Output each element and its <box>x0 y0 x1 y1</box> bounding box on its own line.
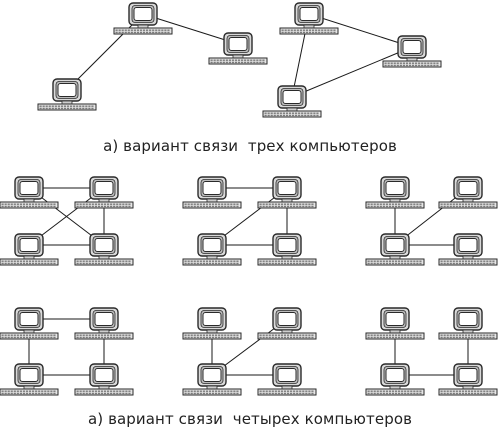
computer-icon-c2 <box>208 32 268 65</box>
diagram-three-a <box>37 2 268 111</box>
computer-icon-c2 <box>382 35 442 68</box>
computer-icon-tr <box>257 307 317 340</box>
caption-four-computers: а) вариант связи четырех компьютеров <box>87 410 413 428</box>
computer-icon-c1 <box>113 2 173 35</box>
computer-icon-bl <box>182 363 242 396</box>
diagram-four-4 <box>0 307 134 396</box>
computer-icon-tl <box>182 307 242 340</box>
computer-icon-tr <box>74 307 134 340</box>
computer-icon-bl <box>0 233 59 266</box>
computer-icon-br <box>257 363 317 396</box>
computer-icon-tr <box>438 307 498 340</box>
computer-icon-bl <box>0 363 59 396</box>
diagram-three-b <box>262 2 442 118</box>
computer-icon-tl <box>182 176 242 209</box>
computer-icon-br <box>257 233 317 266</box>
computer-icon-br <box>438 233 498 266</box>
link-c1-c2 <box>308 13 413 48</box>
computer-icon-bl <box>365 233 425 266</box>
computer-icon-tr <box>257 176 317 209</box>
diagram-four-3 <box>365 176 498 266</box>
computer-icon-br <box>438 363 498 396</box>
diagram-four-2 <box>182 176 317 266</box>
computer-icon-tl <box>0 176 59 209</box>
link-c1-c2 <box>142 13 239 45</box>
computer-icon-bl <box>365 363 425 396</box>
computer-icon-tl <box>365 176 425 209</box>
caption-three-computers: а) вариант связи трех компьютеров <box>103 137 397 155</box>
computer-icon-br <box>74 233 134 266</box>
computer-icon-tr <box>438 176 498 209</box>
computer-icon-c1 <box>279 2 339 35</box>
computer-icon-c3 <box>37 78 97 111</box>
computer-icon-tl <box>365 307 425 340</box>
computer-icon-tr <box>74 176 134 209</box>
computer-icon-bl <box>182 233 242 266</box>
link-c1-c3 <box>66 13 144 91</box>
computer-icon-tl <box>0 307 59 340</box>
diagram-four-1 <box>0 176 134 266</box>
link-c2-c3 <box>291 46 413 98</box>
computer-icon-c3 <box>262 85 322 118</box>
diagram-four-6 <box>365 307 498 396</box>
diagram-four-5 <box>182 307 317 396</box>
computer-icon-br <box>74 363 134 396</box>
